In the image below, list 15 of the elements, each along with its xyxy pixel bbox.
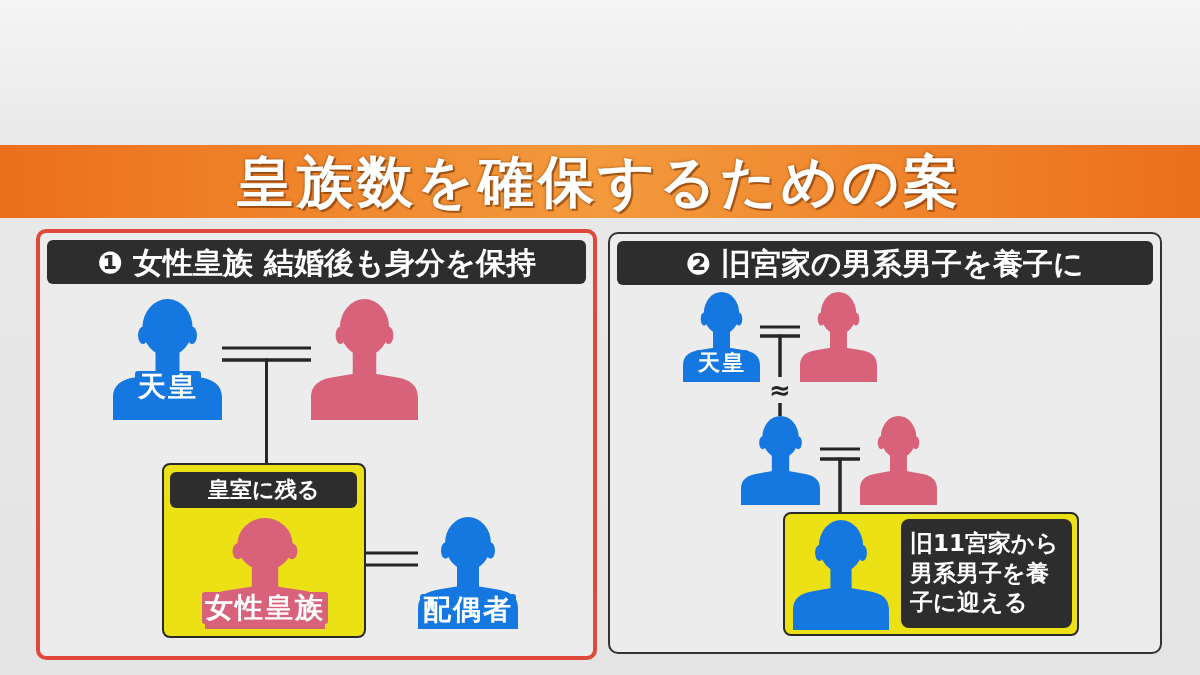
person-label: 配偶者 <box>420 593 516 627</box>
highlight-box <box>162 463 366 638</box>
person-label: 女性皇族 <box>202 591 328 624</box>
box-heading: 皇室に残る <box>170 472 357 508</box>
option-panel <box>608 232 1162 654</box>
double-line <box>364 551 420 567</box>
panel-heading: ❷ 旧宮家の男系男子を養子に <box>617 241 1153 285</box>
diagram-title: 皇族数を確保するための案 <box>237 150 963 213</box>
connector-line <box>265 358 311 463</box>
highlight-box <box>783 512 1079 636</box>
panel-heading: ❶ 女性皇族 結婚後も身分を保持 <box>47 240 586 284</box>
option-panel <box>36 229 597 660</box>
note-panel: 旧11宮家から男系男子を養子に迎える <box>901 519 1072 628</box>
connector-line <box>838 457 860 512</box>
person-label: 天皇 <box>694 350 749 376</box>
